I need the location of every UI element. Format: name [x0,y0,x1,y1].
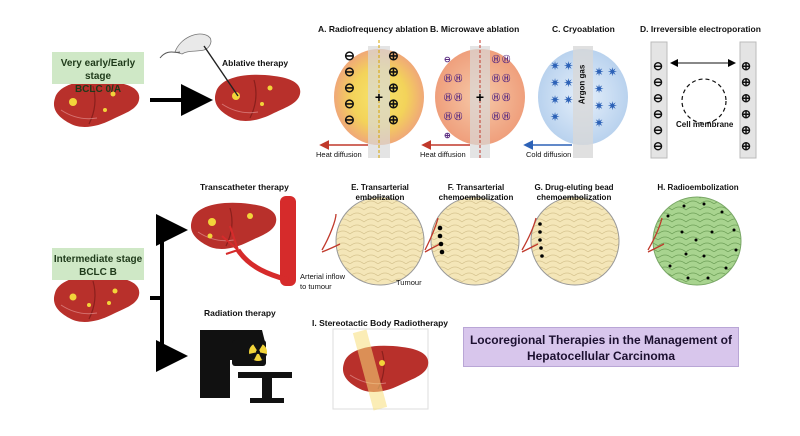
panel-a-rfa: + [334,40,424,158]
early-stage-box: Very early/Early stage BCLC 0/A [52,52,144,95]
cell-membrane-label: Cell membrane [676,120,734,129]
arterial-inflow-label: Arterial inflow to tumour [300,272,346,291]
ire-negative-charges: ⊖⊖⊖⊖⊖⊖ [653,59,664,153]
heat-diffusion-b-label: Heat diffusion [420,150,466,159]
sbrt-panel [332,328,429,411]
panel-d-title: D. Irreversible electroporation [640,24,761,34]
argon-gas-label: Argon gas [577,64,587,105]
intermediate-stage-line1: Intermediate stage [53,254,143,265]
panel-a-title: A. Radiofrequency ablation [318,24,429,34]
panel-c-title: C. Cryoablation [552,24,615,34]
intermediate-liver [53,275,140,323]
radiation-therapy-label: Radiation therapy [204,308,276,318]
figure-title-line2: Hepatocellular Carcinoma [526,349,676,363]
panel-c-cryo [538,46,628,158]
panel-f-chemoembolization [424,196,520,286]
panel-f-title: F. Transarterial chemoembolization [438,183,514,202]
panel-e-embolization [321,196,425,286]
panel-h-radioembolization [647,196,742,286]
early-stage-line2: BCLC 0/A [74,84,122,95]
transcatheter-therapy-label: Transcatheter therapy [200,182,289,192]
panel-g-deb [521,196,620,286]
early-stage-liver [53,80,140,128]
panel-e-title: E. Transarterial embolization [351,183,409,202]
panel-d-ire [650,41,757,159]
ire-positive-charges: ⊕⊕⊕⊕⊕⊕ [741,59,752,153]
transcatheter-liver [190,202,277,250]
early-stage-line1: Very early/Early stage [60,58,136,82]
intermediate-branch-arrows [150,214,188,372]
svg-text:+: + [476,89,484,105]
tumour-label: Tumour [396,278,422,287]
cold-diffusion-label: Cold diffusion [526,150,572,159]
radiation-machine-icon [200,330,292,403]
intermediate-stage-box: Intermediate stage BCLC B [52,248,144,280]
svg-text:+: + [375,89,383,105]
sbrt-title: I. Stereotactic Body Radiotherapy [312,318,449,328]
figure-title-line1: Locoregional Therapies in the Management… [469,333,733,347]
intermediate-stage-line2: BCLC B [79,267,117,278]
catheter-icon [221,196,296,286]
panel-b-microwave: + [435,40,525,158]
cryo-ice-crystals: ✷ ✷✷ ✷✷ ✷✷ ✷ ✷✷✷ ✷✷ [550,59,618,130]
panel-b-title: B. Microwave ablation [430,24,520,34]
figure-title-box: Locoregional Therapies in the Management… [463,327,739,367]
rfa-charges: ⊖⊖⊖⊖⊖ ⊕⊕⊕⊕⊕ [344,48,399,127]
panel-h-title: H. Radioembolization [657,183,739,192]
heat-diffusion-a-label: Heat diffusion [316,150,362,159]
panel-g-title: G. Drug-eluting bead chemoembolization [534,183,614,202]
ablation-probe-icon [159,33,239,97]
ablative-liver [214,74,301,122]
ablative-therapy-label: Ablative therapy [222,58,289,68]
